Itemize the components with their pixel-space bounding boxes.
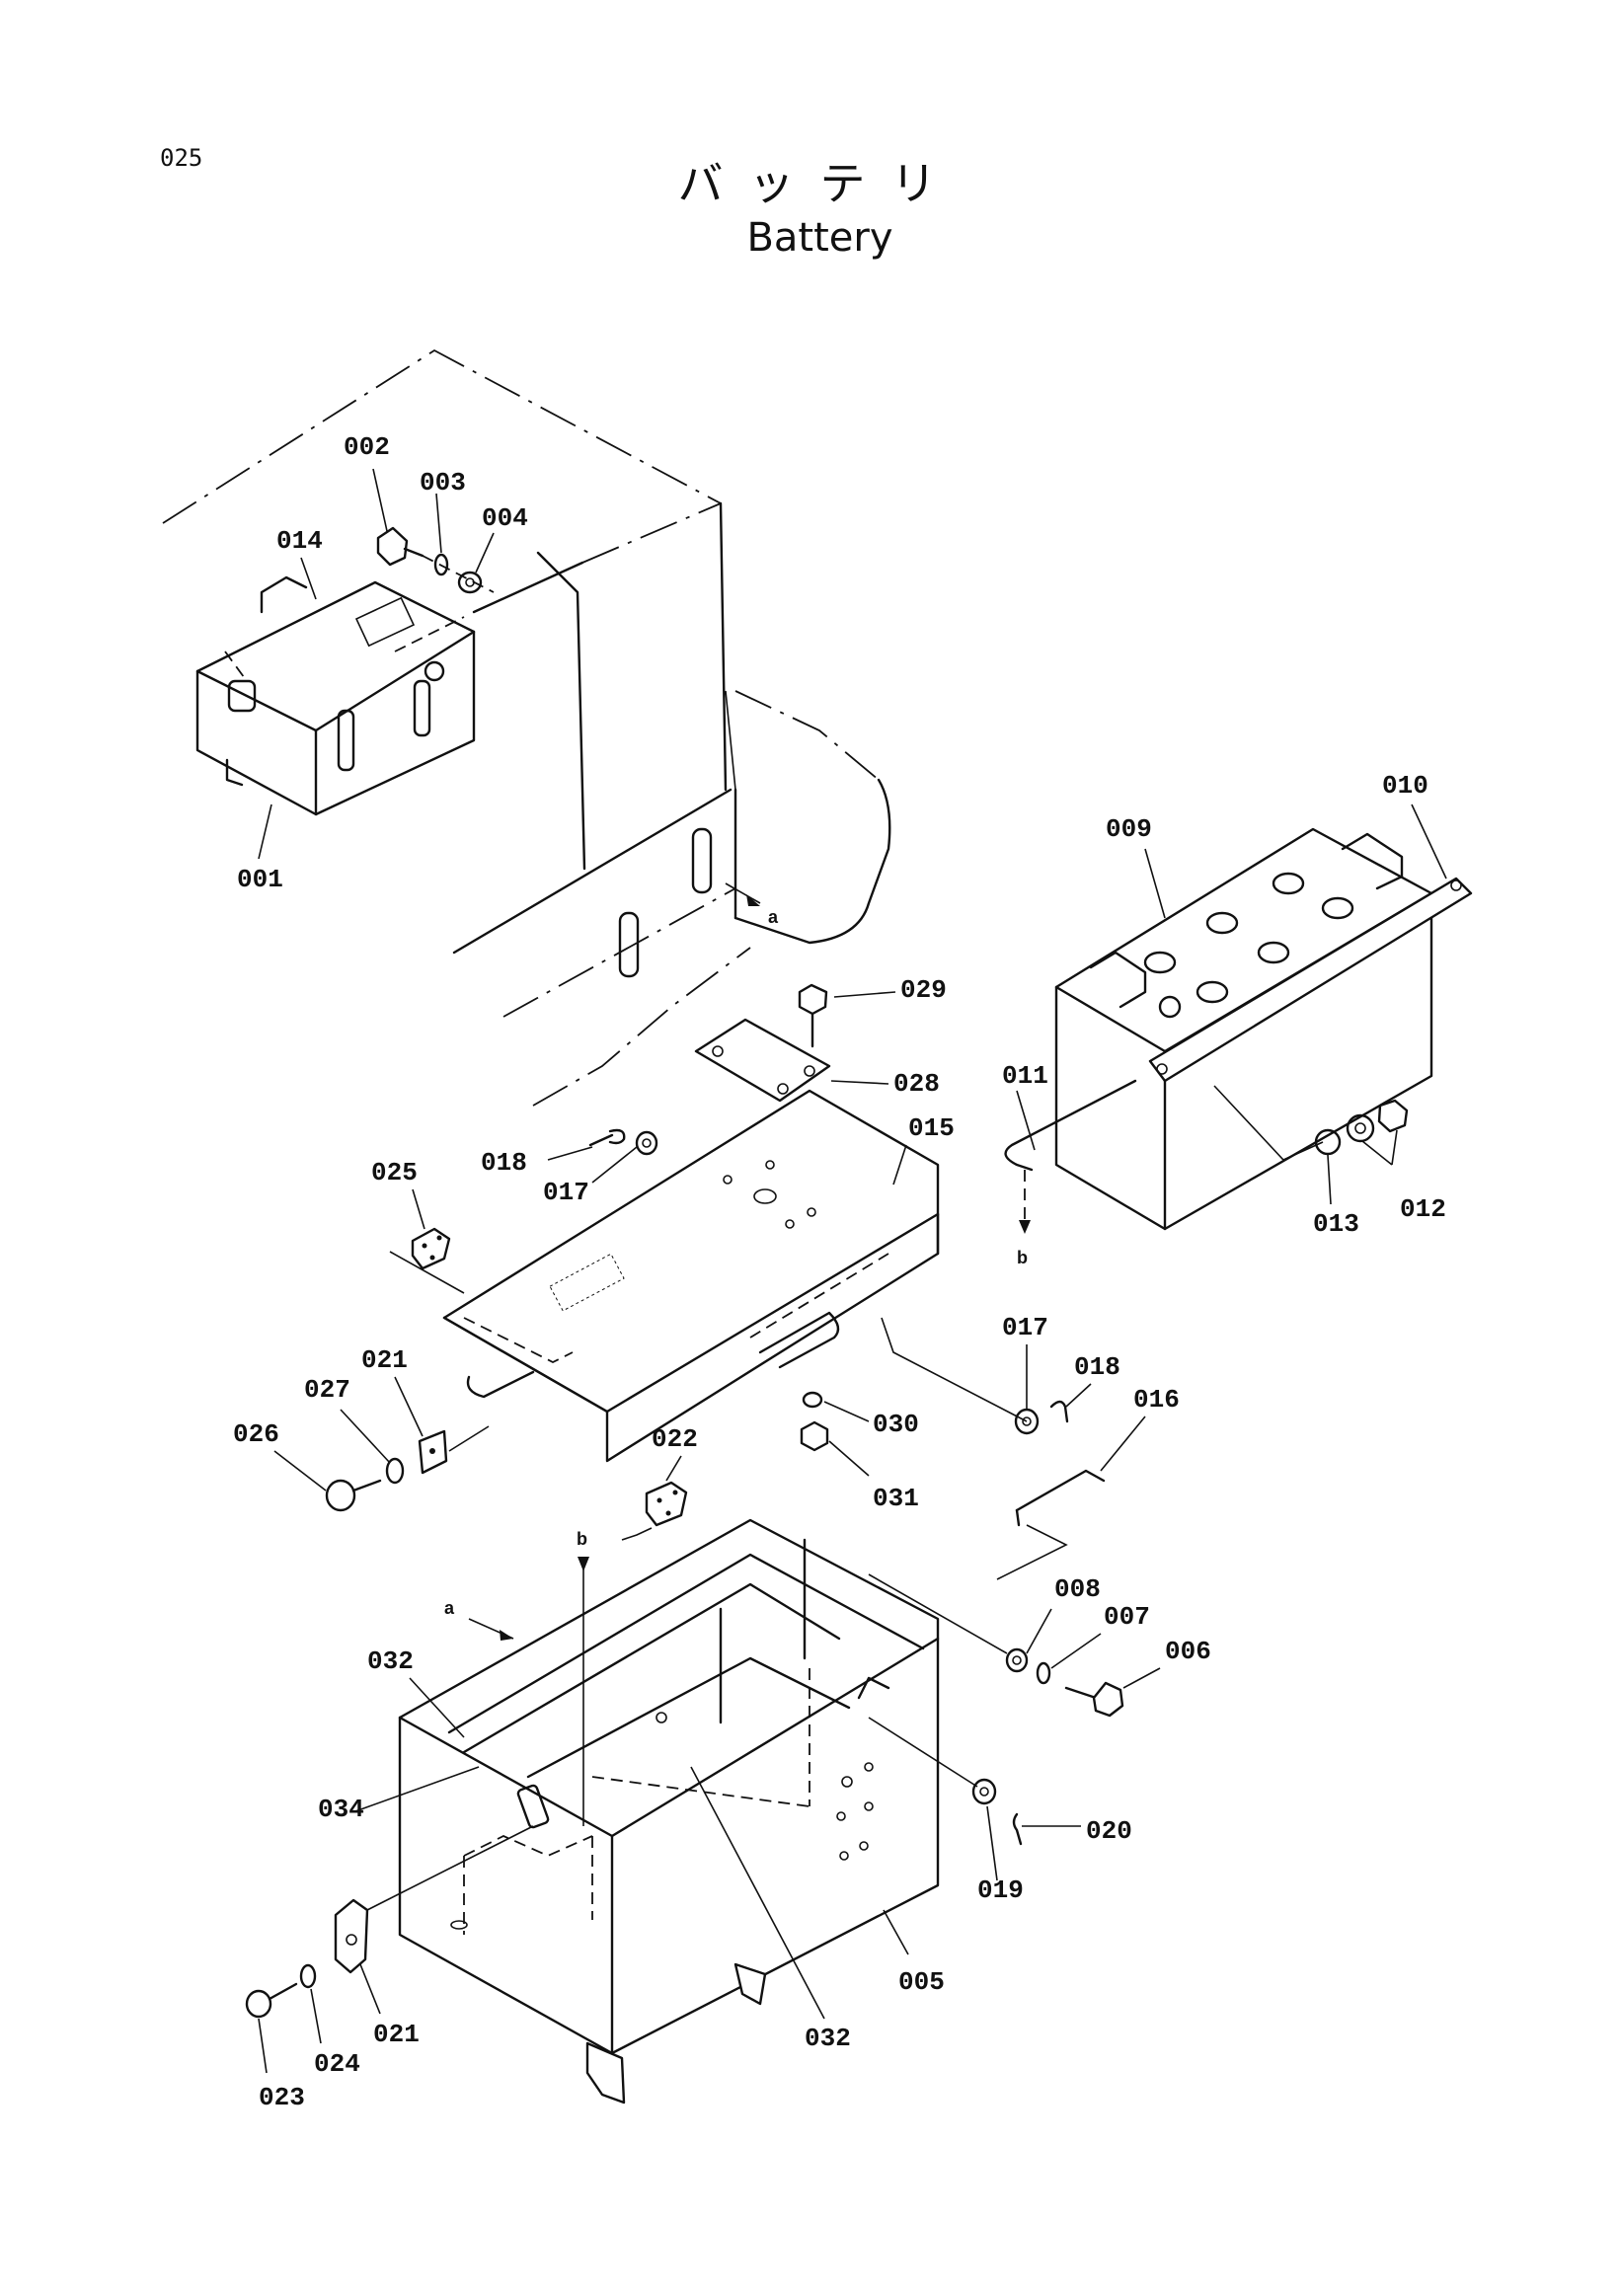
callout-001: 001 bbox=[237, 865, 283, 894]
callout-020: 020 bbox=[1086, 1816, 1132, 1846]
callout-014: 014 bbox=[276, 526, 323, 556]
callout-032-lower: 032 bbox=[805, 2024, 851, 2053]
callout-006: 006 bbox=[1165, 1637, 1211, 1666]
nut-washer-030-031 bbox=[800, 1391, 829, 1452]
ref-a-box: a bbox=[444, 1598, 455, 1618]
tread-pattern bbox=[549, 1253, 625, 1312]
arrow-b-down bbox=[578, 1557, 589, 1571]
cushion-pad-022 bbox=[621, 1481, 688, 1541]
callout-003: 003 bbox=[420, 468, 466, 497]
callout-009: 009 bbox=[1106, 814, 1152, 844]
callout-018-right: 018 bbox=[1074, 1352, 1120, 1382]
battery-caps bbox=[1143, 872, 1354, 1004]
callout-010: 010 bbox=[1382, 771, 1428, 801]
upper-bracket-box bbox=[195, 575, 476, 816]
rod-016-set bbox=[881, 1317, 1106, 1580]
callout-015: 015 bbox=[908, 1113, 955, 1143]
latch-set-lower bbox=[245, 1825, 534, 2019]
callout-017-right: 017 bbox=[1002, 1313, 1048, 1342]
title-english: Battery bbox=[746, 215, 893, 261]
title-japanese: バッテリ bbox=[677, 157, 963, 210]
callout-005: 005 bbox=[898, 1967, 945, 1997]
battery-box bbox=[398, 1518, 940, 2105]
ref-a-upper: a bbox=[768, 907, 779, 927]
callout-025: 025 bbox=[371, 1158, 418, 1187]
callout-022: 022 bbox=[652, 1424, 698, 1454]
callout-027: 027 bbox=[304, 1375, 350, 1405]
callout-004: 004 bbox=[482, 503, 528, 533]
callout-017-upper: 017 bbox=[543, 1178, 589, 1207]
callout-023: 023 bbox=[259, 2083, 305, 2112]
battery-cover bbox=[442, 1089, 940, 1463]
bolt-washer-set-upper bbox=[376, 526, 495, 594]
callout-008: 008 bbox=[1054, 1574, 1101, 1604]
callout-002: 002 bbox=[344, 432, 390, 462]
callout-032-upper: 032 bbox=[367, 1646, 414, 1676]
callout-labels: 002 003 004 014 001 010 009 029 028 011 … bbox=[233, 432, 1446, 2112]
callout-021-lower: 021 bbox=[373, 2020, 420, 2049]
callout-028: 028 bbox=[893, 1069, 940, 1099]
bolt-washer-set-right bbox=[868, 1573, 1124, 1718]
callout-034: 034 bbox=[318, 1795, 364, 1824]
callout-019: 019 bbox=[977, 1875, 1024, 1905]
cushion-pad-025 bbox=[389, 1227, 465, 1294]
ref-b-box: b bbox=[577, 1529, 587, 1549]
callout-013: 013 bbox=[1313, 1209, 1359, 1239]
pin-washer-upper bbox=[588, 1128, 658, 1156]
callout-016: 016 bbox=[1133, 1385, 1180, 1415]
callout-026: 026 bbox=[233, 1419, 279, 1449]
callout-011: 011 bbox=[1002, 1061, 1048, 1091]
bolt-clip-set bbox=[325, 1425, 490, 1512]
callout-031: 031 bbox=[873, 1484, 919, 1513]
ref-b-battery: b bbox=[1017, 1248, 1028, 1267]
reference-letters: a b b a bbox=[444, 907, 1028, 1618]
battery bbox=[1004, 827, 1473, 1234]
leader-lines bbox=[258, 468, 1447, 2074]
callout-018-upper: 018 bbox=[481, 1148, 527, 1178]
callout-024: 024 bbox=[314, 2049, 360, 2079]
arrow-a bbox=[500, 1630, 513, 1641]
callout-030: 030 bbox=[873, 1410, 919, 1439]
pin-washer-lower bbox=[868, 1717, 1023, 1846]
page-number: 025 bbox=[160, 144, 203, 172]
callout-007: 007 bbox=[1104, 1602, 1150, 1632]
bracket-plate bbox=[694, 983, 831, 1214]
machine-frame bbox=[162, 348, 891, 1107]
callout-029: 029 bbox=[900, 975, 947, 1005]
callout-021-upper: 021 bbox=[361, 1345, 408, 1375]
callout-012: 012 bbox=[1400, 1194, 1446, 1224]
